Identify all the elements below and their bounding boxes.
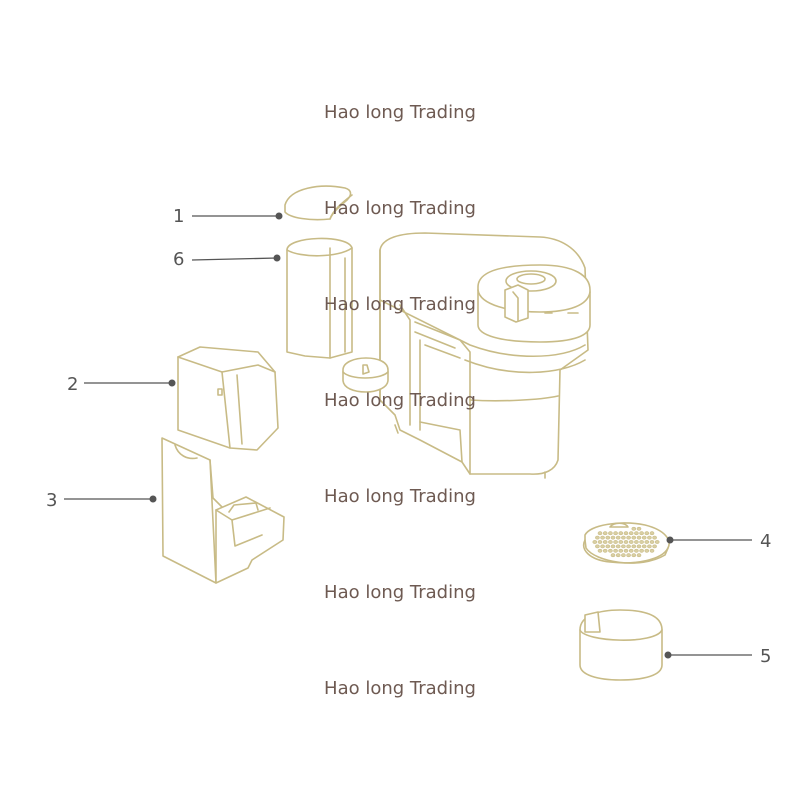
grid-hole [610,544,616,549]
grid-hole [610,553,616,558]
grid-hole [626,544,631,549]
callout-6: 6 [173,249,184,270]
grid-hole [631,535,637,540]
grid-hole [623,531,629,536]
grid-hole [639,548,644,553]
grid-hole [649,540,655,544]
grid-hole [597,540,603,544]
grid-hole [605,535,611,540]
part-lid [284,185,353,221]
grid-hole [628,548,634,553]
watermark-text: Hao long Trading [324,102,476,123]
grid-hole [623,540,629,544]
grid-hole [652,544,657,549]
grid-hole [621,535,626,540]
grid-hole [613,548,618,553]
part-drip-base [161,437,285,584]
grid-hole [631,553,637,558]
grid-hole [641,544,647,549]
grid-hole [636,553,642,558]
grid-hole [613,540,618,544]
grid-hole [610,535,616,540]
grid-hole [600,535,605,540]
grid-hole [631,526,637,531]
grid-hole [652,535,657,540]
grid-hole [639,540,644,544]
watermark-text: Hao long Trading [324,390,476,411]
grid-hole [636,526,642,531]
watermark-text: Hao long Trading [324,294,476,315]
leader-6-dot [273,254,281,262]
callout-numbers: 1 6 2 3 4 5 [46,206,771,667]
grid-hole [649,531,655,536]
grid-hole [618,548,624,553]
grid-hole [615,535,621,540]
part-water-tank [286,237,353,359]
grid-hole [641,535,647,540]
grid-hole [595,544,600,549]
grid-hole [621,553,626,558]
callout-lines [64,212,752,659]
grid-hole [597,531,603,536]
leader-6 [191,257,278,261]
grid-hole [647,535,652,540]
leader-2-dot [168,379,176,387]
grid-hole [608,540,613,544]
grid-hole [634,540,639,544]
grid-hole [644,540,650,544]
callout-3: 3 [46,490,57,511]
grid-hole [644,548,650,553]
watermarks: Hao long Trading Hao long Trading Hao lo… [324,102,476,699]
grid-hole [636,544,642,549]
watermark-text: Hao long Trading [324,582,476,603]
grid-hole [613,531,618,536]
grid-hole [602,548,608,553]
grid-hole [639,531,644,536]
callout-5: 5 [760,646,771,667]
grid-hole [618,540,624,544]
grid-hole [621,544,626,549]
grid-hole [636,535,642,540]
grid-hole [618,531,624,536]
leader-1-dot [275,212,283,220]
watermark-text: Hao long Trading [324,198,476,219]
grid-hole [634,548,639,553]
grid-hole [605,544,611,549]
watermark-text: Hao long Trading [324,486,476,507]
grid-hole [608,548,613,553]
grid-hole [600,544,605,549]
grid-hole [592,540,598,544]
grid-hole [615,544,621,549]
grid-hole [647,544,652,549]
leader-3-dot [149,495,157,503]
grid-hole [644,531,650,536]
grid-hole [615,553,621,558]
part-drip-grid [583,522,670,564]
part-front-cover [177,346,279,451]
grid-hole [628,540,634,544]
grid-hole [628,531,634,536]
grid-hole [602,531,608,536]
grid-hole [595,535,600,540]
part-capsule-container [579,609,663,681]
leader-5-dot [664,651,672,659]
grid-hole [634,531,639,536]
callout-1: 1 [173,206,184,227]
part-machine-body [342,232,591,479]
grid-hole [597,548,603,553]
leader-4-dot [666,536,674,544]
grid-holes [592,526,660,558]
grid-hole [602,540,608,544]
grid-hole [654,540,660,544]
grid-hole [626,553,631,558]
callout-4: 4 [760,531,771,552]
watermark-text: Hao long Trading [324,678,476,699]
grid-hole [608,531,613,536]
grid-hole [631,544,637,549]
grid-hole [649,548,655,553]
grid-hole [623,548,629,553]
callout-2: 2 [67,374,78,395]
grid-hole [626,535,631,540]
